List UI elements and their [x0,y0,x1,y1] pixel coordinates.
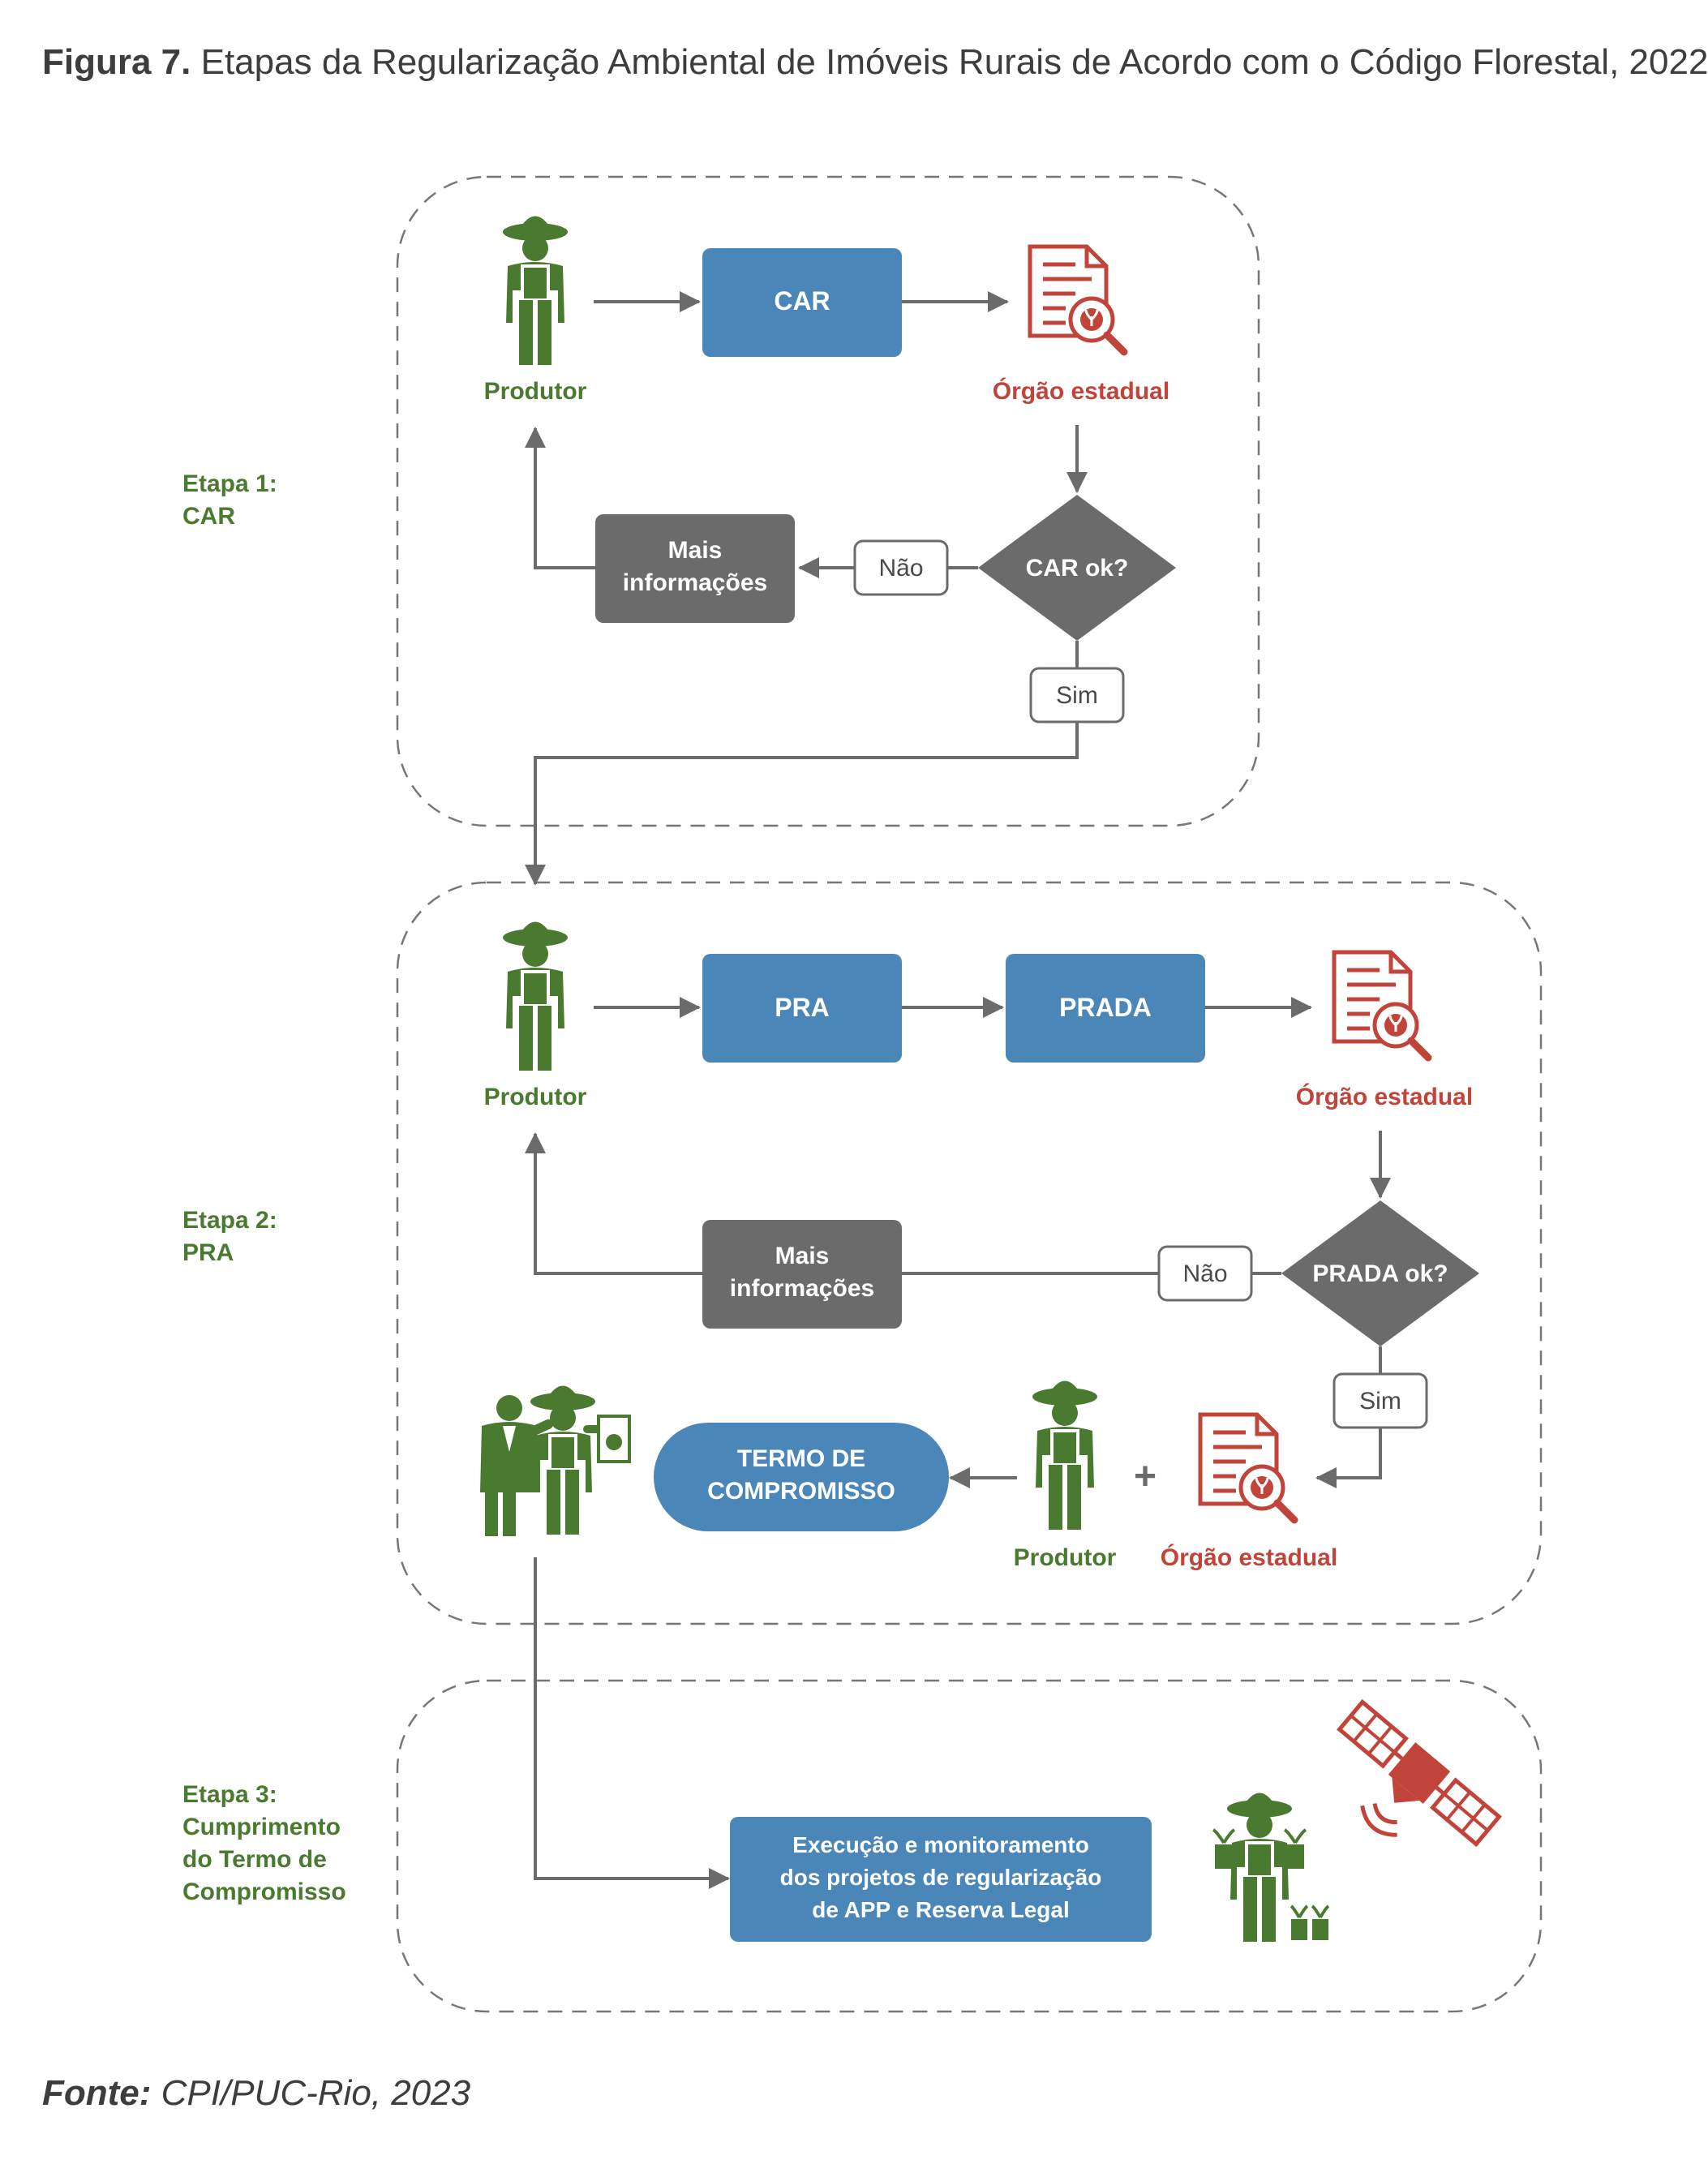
plus-sign: + [1134,1455,1157,1498]
prada-box [1006,954,1205,1063]
figure-source: Fonte: CPI/PUC-Rio, 2023 [42,2073,470,2114]
pra-box [702,954,902,1063]
orgao2-label: Órgão estadual [1161,1544,1337,1571]
orgao-label: Órgão estadual [1296,1083,1473,1110]
stage3-container [396,1679,1543,2013]
car-ok-decision [978,495,1176,641]
produtor-label: Produtor [484,378,587,405]
sim-label: Sim [1359,1388,1401,1415]
car-box [702,248,902,357]
car-ok-label: CAR ok? [1026,555,1129,582]
termo-compromisso-box [654,1423,949,1531]
farmer-icon [1032,1380,1097,1530]
document-search-icon [1030,247,1124,352]
stage2-container [396,881,1543,1625]
mais-informacoes-box [702,1220,902,1329]
nao-label: Não [878,555,923,582]
orgao-label: Órgão estadual [993,377,1169,405]
source-text: CPI/PUC-Rio, 2023 [161,2073,471,2113]
mais-informacoes-box [595,514,795,623]
nao-label: Não [1182,1260,1227,1287]
arrow-mais-to-produtor [525,1132,702,1275]
prada-box-label: PRADA [1059,993,1152,1022]
figure-title: Figura 7. Etapas da Regularização Ambien… [42,42,1708,83]
arrow-termo-to-execucao [534,1557,730,1889]
farmer-icon [503,921,568,1071]
car-box-label: CAR [774,286,830,316]
prada-ok-decision [1281,1200,1479,1346]
figure-label: Figura 7. [42,42,191,82]
arrow-sim-to-stage2 [525,722,1079,886]
figure-title-text: Etapas da Regularização Ambiental de Imó… [200,42,1708,82]
arrow-sim-to-orgao2 [1315,1428,1382,1488]
satellite-icon [1337,1698,1502,1848]
produtor2-label: Produtor [1014,1544,1117,1571]
etapa1-label: Etapa 1:CAR [182,470,277,530]
source-label: Fonte: [42,2073,152,2113]
prada-ok-label: PRADA ok? [1312,1260,1448,1287]
document-search-icon [1334,952,1428,1058]
document-search-icon [1200,1415,1294,1520]
handshake-agreement-icon [480,1385,631,1536]
etapa2-label: Etapa 2:PRA [182,1207,277,1266]
execucao-box [730,1817,1152,1942]
farmer-seedlings-icon [1212,1793,1330,1942]
sim-label: Sim [1056,682,1098,709]
farmer-icon [503,216,568,365]
arrow-mais-to-produtor [525,427,595,569]
produtor-label: Produtor [484,1084,587,1110]
stage1-container [396,175,1260,827]
pra-box-label: PRA [775,993,830,1022]
